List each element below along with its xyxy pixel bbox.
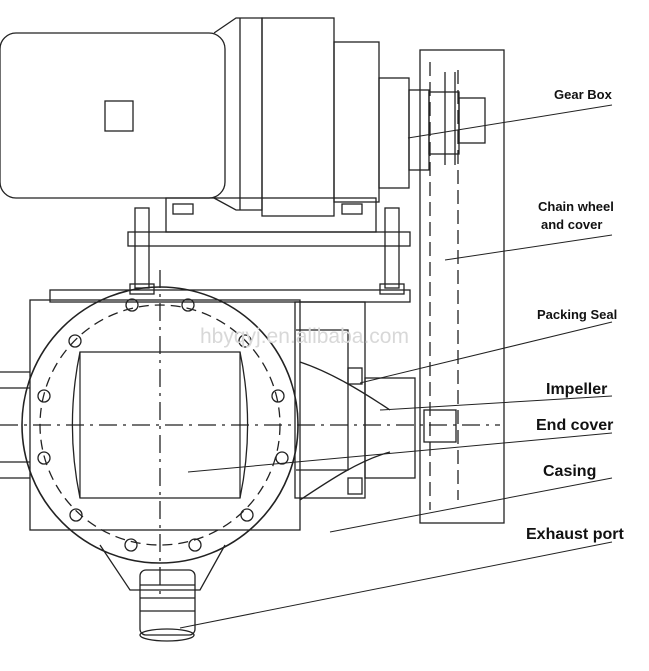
watermark: hbyqyj.en.alibaba.com bbox=[200, 325, 409, 348]
label-exhaust-port: Exhaust port bbox=[526, 526, 624, 543]
label-gear-box: Gear Box bbox=[554, 87, 613, 102]
label-chain-wheel-line2: and cover bbox=[541, 217, 602, 232]
motor bbox=[0, 17, 335, 217]
exhaust-port bbox=[99, 544, 226, 642]
flange-bolts bbox=[37, 298, 289, 552]
label-end-cover: End cover bbox=[536, 417, 613, 434]
chain-wheel-cover bbox=[419, 49, 505, 524]
leader-lines bbox=[179, 104, 613, 629]
inlet-flange bbox=[0, 270, 500, 600]
gear-box bbox=[333, 41, 486, 203]
label-casing: Casing bbox=[543, 463, 596, 480]
side-bolts bbox=[347, 367, 457, 495]
mounting-plate bbox=[127, 197, 411, 295]
label-packing-seal: Packing Seal bbox=[537, 307, 617, 322]
label-impeller: Impeller bbox=[546, 381, 607, 398]
label-chain-wheel-line1: Chain wheel bbox=[538, 199, 614, 214]
casing-body bbox=[0, 289, 416, 531]
